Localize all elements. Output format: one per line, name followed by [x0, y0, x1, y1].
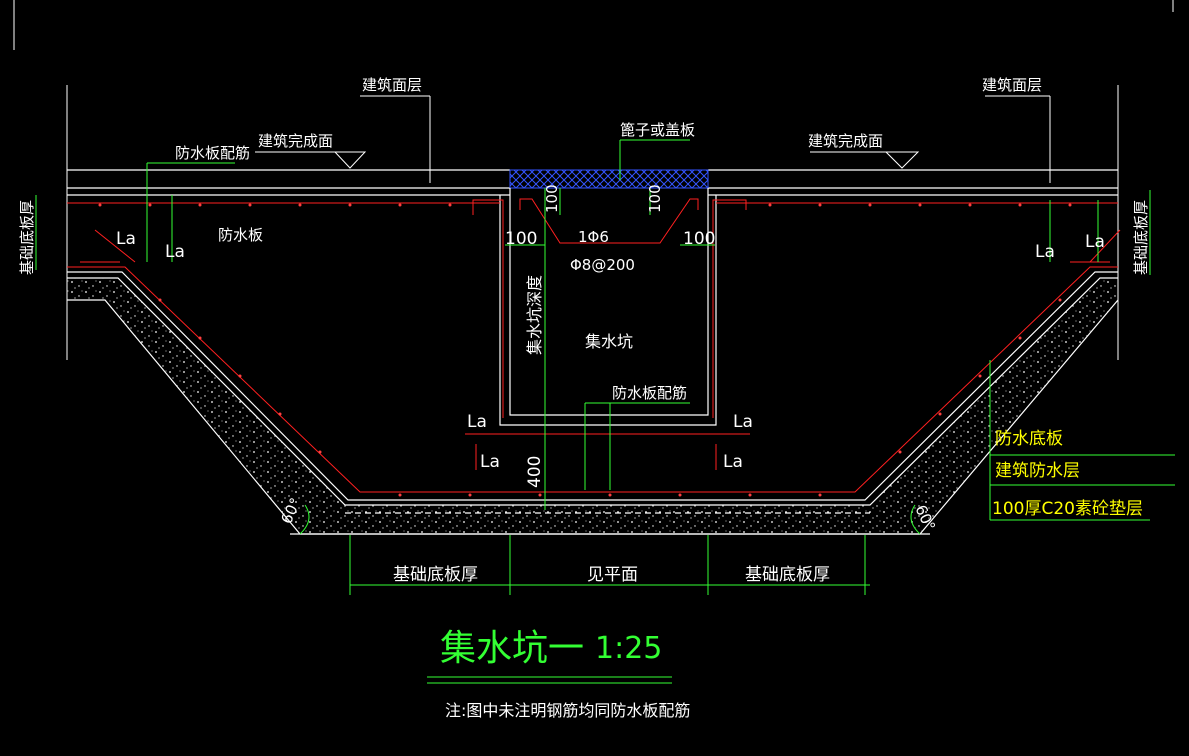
la-label: La: [467, 412, 487, 432]
la-label: La: [723, 452, 743, 472]
la-label: La: [480, 452, 500, 472]
bar-phi8-200-label: Φ8@200: [570, 256, 635, 274]
waterproof-rebar-label-mid: 防水板配筋: [612, 384, 687, 402]
legend-item: 防水底板: [995, 429, 1063, 449]
legend-item: 建筑防水层: [995, 461, 1080, 481]
dimension-lines: [35, 139, 1175, 684]
bottom-dimension-label-right: 基础底板厚: [745, 565, 830, 585]
drawing-note: 注:图中未注明钢筋均同防水板配筋: [445, 701, 690, 720]
la-label: La: [1085, 232, 1105, 252]
dimension-100-label: 100: [505, 229, 537, 249]
foundation-thickness-label-left: 基础底板厚: [18, 200, 36, 275]
building-surface-label-right: 建筑面层: [982, 76, 1042, 94]
angle-arc-right: [910, 504, 921, 535]
sump-pit-walls: [499, 188, 717, 426]
waterproof-slab-label: 防水板: [218, 226, 263, 244]
bottom-dimension-label-left: 基础底板厚: [393, 565, 478, 585]
dimension-400-label: 400: [525, 456, 545, 488]
la-label: La: [733, 412, 753, 432]
la-label: La: [116, 229, 136, 249]
building-surface-label-left: 建筑面层: [362, 76, 422, 94]
finished-surface-label-left: 建筑完成面: [258, 132, 333, 150]
dimension-100-label: 100: [543, 184, 561, 213]
dimension-100-label: 100: [683, 229, 715, 249]
building-surface-lines: [67, 169, 1118, 196]
bar-1phi6-label: 1Φ6: [578, 228, 609, 246]
pit-depth-label: 集水坑深度: [525, 275, 544, 355]
foundation-thickness-label-right: 基础底板厚: [1132, 200, 1150, 275]
rebar-dots: [98, 203, 1072, 497]
finished-surface-label-right: 建筑完成面: [808, 132, 883, 150]
drawing-title: 集水坑一: [440, 628, 584, 669]
la-label: La: [165, 242, 185, 262]
grate-cover-hatch: [509, 169, 709, 189]
angle-arc-left: [299, 504, 310, 535]
legend-item: 100厚C20素砼垫层: [992, 499, 1143, 519]
sump-pit-label: 集水坑: [585, 332, 633, 351]
la-label: La: [1035, 242, 1055, 262]
dimension-100-label: 100: [646, 184, 664, 213]
drawing-scale: 1:25: [595, 631, 662, 666]
waterproof-rebar-label-top: 防水板配筋: [175, 144, 250, 162]
bottom-dimension-label-mid: 见平面: [587, 565, 638, 585]
leader-lines: [255, 95, 1051, 183]
grate-cover-label: 篦子或盖板: [620, 121, 695, 139]
rebar-lines: [67, 198, 1121, 493]
